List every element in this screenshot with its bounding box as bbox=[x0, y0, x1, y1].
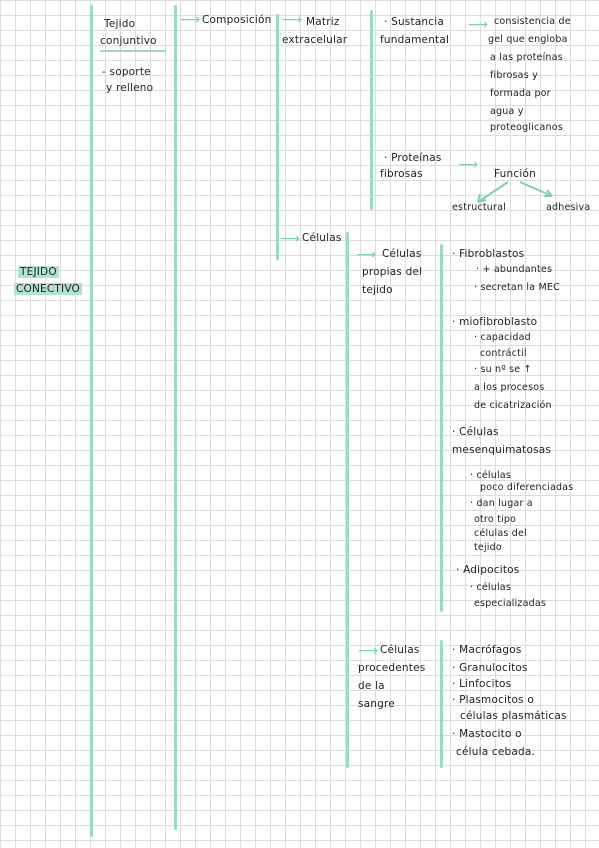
celulas-label: Células bbox=[302, 232, 342, 244]
sustancia-desc-2: a las proteínas bbox=[490, 52, 563, 63]
procedentes-label: Células bbox=[380, 644, 420, 656]
root-title-2: CONECTIVO bbox=[14, 283, 82, 295]
sustancia-desc-3: fibrosas y bbox=[490, 70, 538, 81]
fibroblastos-item-0: · + abundantes bbox=[476, 264, 553, 275]
procedentes-item-4: células plasmáticas bbox=[460, 710, 567, 722]
bracket-line-propias bbox=[440, 244, 443, 612]
arrow-icon: ⟶ bbox=[356, 247, 377, 263]
arrow-icon: ⟶ bbox=[458, 157, 479, 173]
bracket-line-composicion bbox=[276, 14, 279, 260]
proteinas-label: · Proteínas bbox=[384, 152, 442, 164]
miofibroblasto-item-2: · su nº se ↑ bbox=[474, 364, 532, 375]
adhesiva-label: adhesiva bbox=[546, 202, 591, 213]
tejido-support-2: y relleno bbox=[106, 82, 154, 94]
sustancia-desc-4: formada por bbox=[490, 88, 551, 99]
bracket-line-procedentes bbox=[440, 640, 443, 768]
adipocitos-item-1: especializadas bbox=[474, 598, 547, 609]
sustancia-label-2: fundamental bbox=[380, 34, 450, 46]
funcion-label: Función bbox=[494, 168, 536, 180]
procedentes-item-1: · Granulocitos bbox=[452, 662, 528, 674]
bracket-line-celulas bbox=[346, 232, 349, 768]
sustancia-desc-1: gel que engloba bbox=[488, 34, 568, 45]
miofibroblasto-item-4: de cicatrización bbox=[474, 400, 552, 411]
tejido-underline bbox=[100, 50, 166, 52]
branch-arrow-icon bbox=[477, 181, 553, 203]
mesenquimatosas-item-4: células del bbox=[474, 528, 527, 539]
procedentes-label-2: procedentes bbox=[358, 662, 426, 674]
root-title: TEJIDO bbox=[18, 266, 59, 278]
mesenquimatosas-item-0: · células bbox=[470, 470, 511, 481]
estructural-label: estructural bbox=[452, 202, 506, 213]
adipocitos-item-0: · células bbox=[470, 582, 511, 593]
mesenquimatosas-item-3: otro tipo bbox=[474, 514, 517, 525]
proteinas-label-2: fibrosas bbox=[380, 168, 423, 180]
procedentes-item-3: · Plasmocitos o bbox=[452, 694, 534, 706]
mesenquimatosas-item-2: · dan lugar a bbox=[470, 498, 533, 509]
procedentes-item-6: célula cebada. bbox=[456, 746, 536, 758]
procedentes-label-3: de la bbox=[358, 680, 385, 692]
bracket-line-root bbox=[90, 5, 93, 837]
matriz-label-2: extracelular bbox=[282, 34, 348, 46]
adipocitos-title: · Adipocitos bbox=[456, 564, 520, 576]
mesenquimatosas-title: · Células bbox=[452, 426, 499, 438]
arrow-icon: ⟶ bbox=[358, 643, 379, 659]
arrow-icon: ⟶ bbox=[282, 12, 303, 28]
bracket-line-matriz bbox=[370, 10, 373, 210]
tejido-title-2: conjuntivo bbox=[100, 35, 157, 47]
arrow-icon: ⟶ bbox=[180, 12, 201, 28]
fibroblastos-title: · Fibroblastos bbox=[452, 248, 525, 260]
mesenquimatosas-item-5: tejido bbox=[474, 542, 502, 553]
procedentes-item-0: · Macrófagos bbox=[452, 644, 522, 656]
procedentes-item-2: · Linfocitos bbox=[452, 678, 512, 690]
sustancia-desc-6: proteoglicanos bbox=[490, 122, 563, 133]
propias-label: Células bbox=[382, 248, 422, 260]
mesenquimatosas-item-1: poco diferenciadas bbox=[480, 482, 574, 493]
procedentes-item-5: · Mastocito o bbox=[452, 728, 522, 740]
bracket-line-tejido bbox=[174, 5, 177, 830]
sustancia-label: · Sustancia bbox=[384, 16, 444, 28]
sustancia-desc-0: consistencia de bbox=[494, 16, 571, 27]
mesenquimatosas-title-2: mesenquimatosas bbox=[452, 444, 552, 456]
tejido-support: - soporte bbox=[102, 66, 151, 78]
miofibroblasto-item-0: · capacidad bbox=[474, 332, 531, 343]
sustancia-desc-5: agua y bbox=[490, 106, 524, 117]
tejido-title: Tejido bbox=[104, 18, 136, 30]
composicion-label: Composición bbox=[202, 14, 272, 26]
miofibroblasto-title: · miofibroblasto bbox=[452, 316, 538, 328]
fibroblastos-item-1: · secretan la MEC bbox=[474, 282, 560, 293]
propias-label-2: propias del bbox=[362, 266, 423, 278]
arrow-icon: ⟶ bbox=[280, 231, 301, 247]
matriz-label: Matriz bbox=[306, 16, 340, 28]
procedentes-label-4: sangre bbox=[358, 698, 395, 710]
miofibroblasto-item-3: a los procesos bbox=[474, 382, 545, 393]
propias-label-3: tejido bbox=[362, 284, 393, 296]
arrow-icon: ⟶ bbox=[468, 17, 489, 33]
miofibroblasto-item-1: contráctil bbox=[480, 348, 527, 359]
